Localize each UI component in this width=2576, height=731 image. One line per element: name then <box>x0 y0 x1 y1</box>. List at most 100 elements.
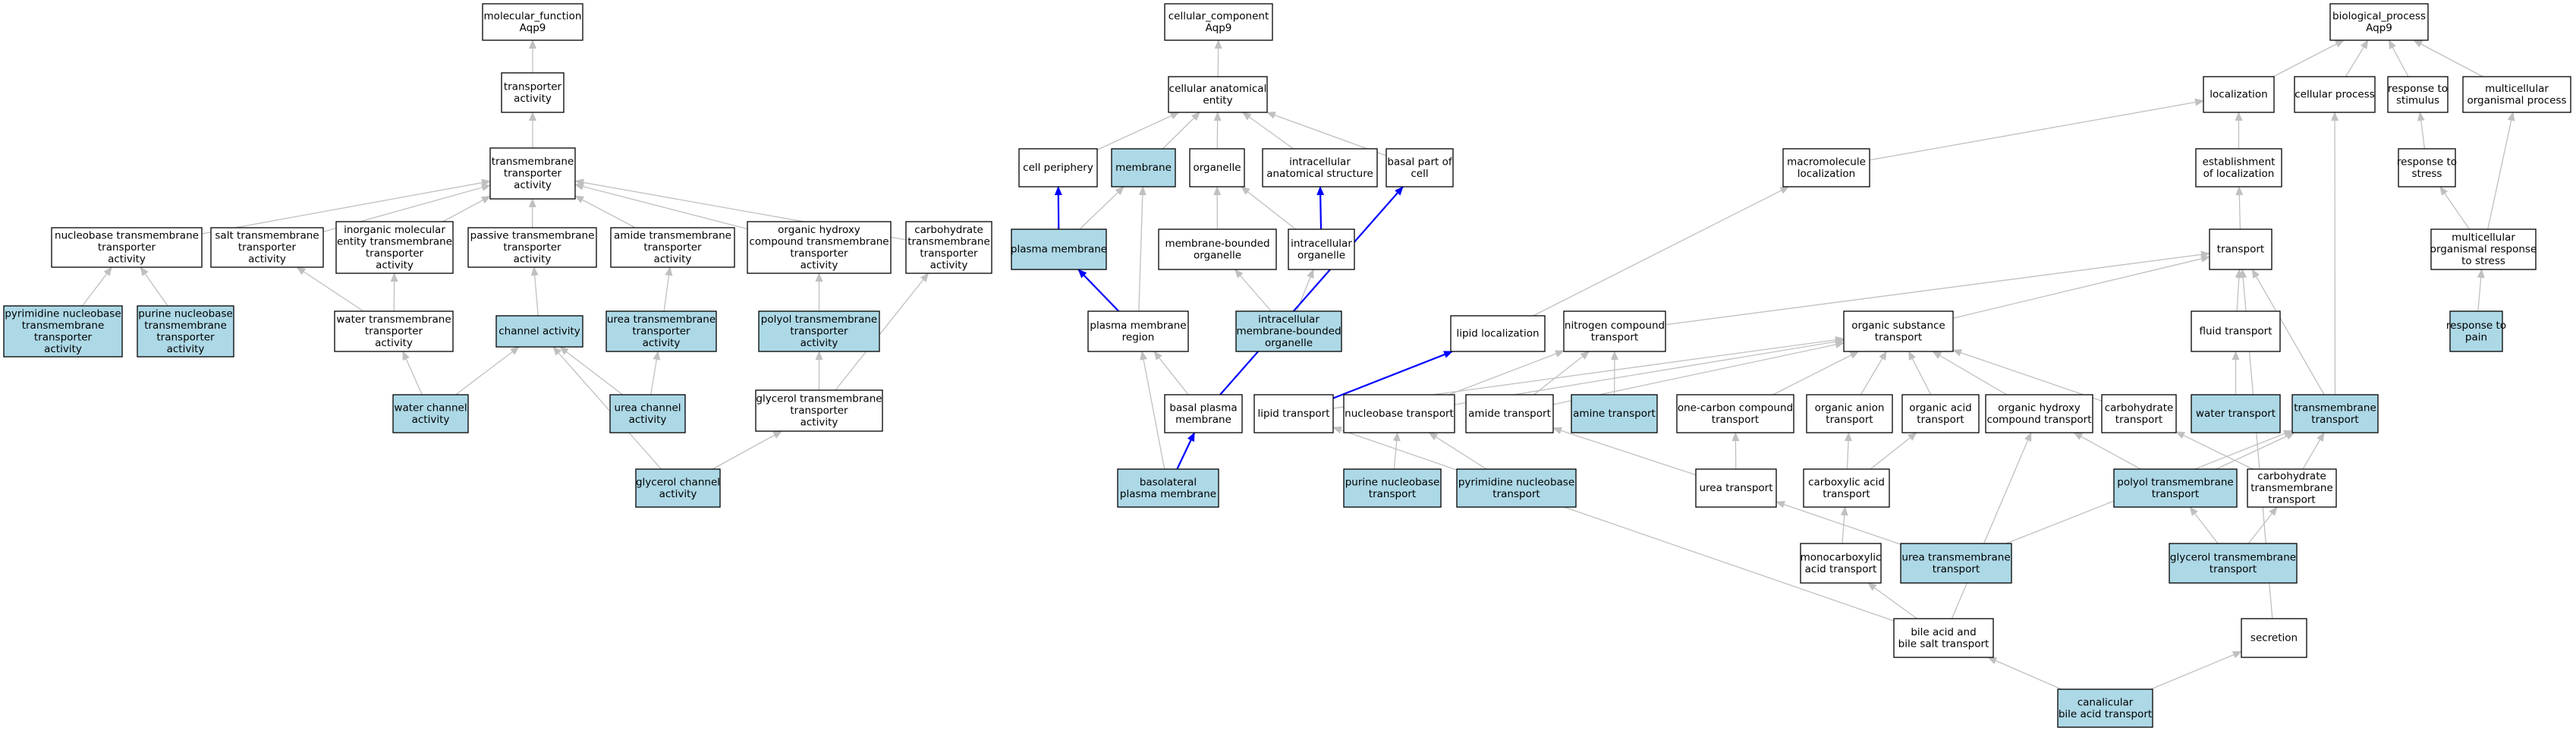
edge-nucleobase_tm_activity-to-tm_transporter_activity <box>201 178 491 235</box>
node-water-transport[interactable]: water transport <box>2191 394 2281 433</box>
edge-multicellular_organismal_process-to-bp_root <box>2413 39 2483 77</box>
node-localization[interactable]: localization <box>2203 76 2275 113</box>
node-carbohydrate-tm-activity[interactable]: carbohydratetransmembranetransporteracti… <box>905 221 992 274</box>
node-label-line: response to <box>2388 83 2448 95</box>
node-plasma-membrane[interactable]: plasma membrane <box>1011 228 1107 270</box>
node-label-line: transport <box>1917 414 1964 426</box>
node-box <box>2191 310 2281 352</box>
node-box <box>2241 618 2307 658</box>
node-transport[interactable]: transport <box>2209 228 2272 270</box>
node-amine-transport[interactable]: amine transport <box>1571 394 1658 433</box>
edge-response_to_pain-to-multicellular_response_to_stress <box>2477 269 2485 312</box>
node-label-line: bile salt transport <box>1898 638 1989 650</box>
node-box <box>137 305 234 358</box>
node-label-line: cellular anatomical <box>1169 83 1267 95</box>
node-secretion[interactable]: secretion <box>2241 618 2307 658</box>
node-lipid-localization[interactable]: lipid localization <box>1450 315 1546 352</box>
node-label-line: transmembrane <box>2294 402 2376 414</box>
node-channel-activity[interactable]: channel activity <box>495 315 583 348</box>
node-purine-tm-activity[interactable]: purine nucleobasetransmembranetransporte… <box>137 305 234 358</box>
node-urea-transport[interactable]: urea transport <box>1695 468 1777 508</box>
node-amide-transport[interactable]: amide transport <box>1465 394 1554 433</box>
node-nucleobase-transport[interactable]: nucleobase transport <box>1343 394 1455 433</box>
node-box <box>1235 310 1342 352</box>
node-cell-periphery[interactable]: cell periphery <box>1018 148 1098 187</box>
node-label-line: macromolecule <box>1787 156 1866 168</box>
node-box <box>1563 310 1666 352</box>
node-label-line: lipid localization <box>1456 328 1539 340</box>
node-box <box>495 315 583 348</box>
node-label-line: establishment <box>2203 156 2276 168</box>
edge-lipid_localization-to-macromolecule_localization <box>1533 186 1790 317</box>
node-fluid-transport[interactable]: fluid transport <box>2191 310 2281 352</box>
edge-multicellular_response_to_stress-to-multicellular_organismal_process <box>2487 112 2515 230</box>
node-nucleobase-tm-activity[interactable]: nucleobase transmembranetransporteractiv… <box>51 227 203 268</box>
node-box <box>1011 228 1107 270</box>
node-glycerol-tm-activity[interactable]: glycerol transmembranetransporteractivit… <box>755 389 883 432</box>
edge-urea_tm_transport-to-urea_transport <box>1776 500 1901 545</box>
node-pyrimidine-tm-activity[interactable]: pyrimidine nucleobasetransmembranetransp… <box>3 305 123 358</box>
node-lipid-transport[interactable]: lipid transport <box>1253 394 1334 433</box>
node-label-line: plasma membrane <box>1120 488 1216 500</box>
node-label-line: channel activity <box>499 326 580 338</box>
node-cellular-process[interactable]: cellular process <box>2294 76 2376 113</box>
node-label-line: organic hydroxy <box>778 224 860 236</box>
node-membrane[interactable]: membrane <box>1111 148 1176 187</box>
node-label-line: inorganic molecular <box>344 224 445 236</box>
node-box <box>2101 394 2177 433</box>
node-label-line: bile acid and <box>1911 626 1976 638</box>
node-organelle[interactable]: organelle <box>1189 148 1245 187</box>
node-label-line: transmembrane <box>22 320 105 332</box>
